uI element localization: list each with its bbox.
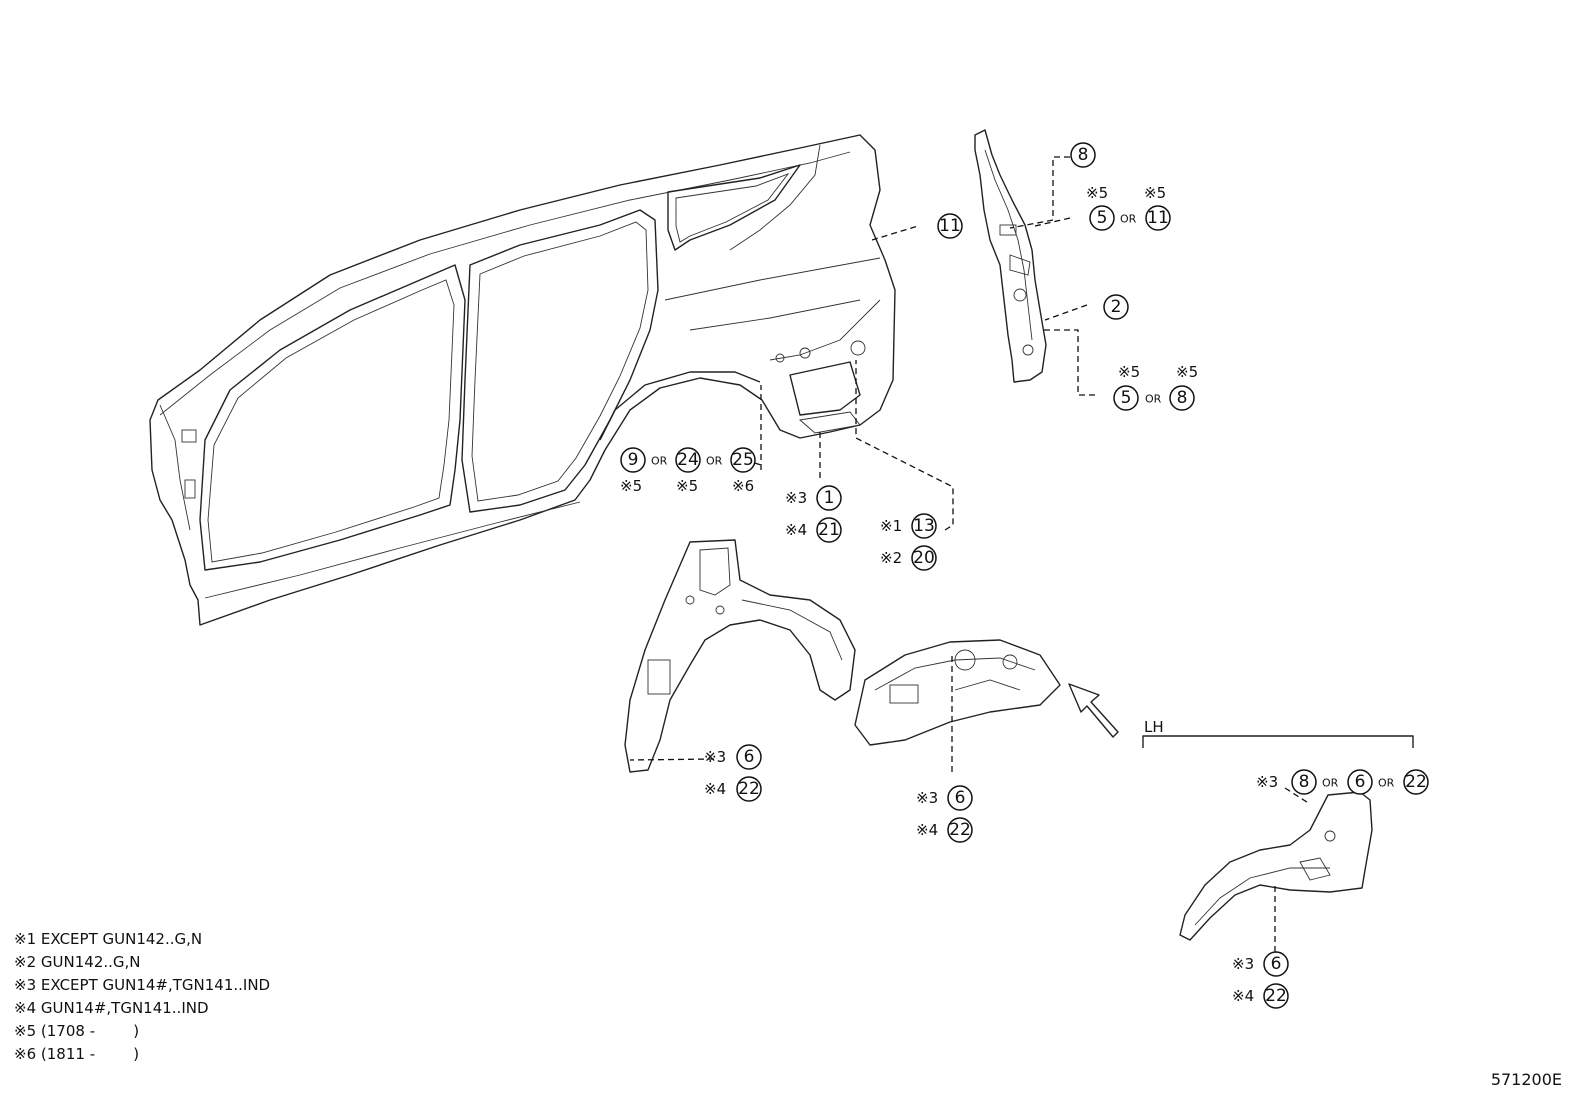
footnote-2: ※2 GUN142..G,N — [14, 953, 141, 971]
svg-text:1: 1 — [824, 488, 835, 508]
svg-text:※4: ※4 — [704, 780, 726, 798]
svg-text:※3: ※3 — [1232, 955, 1254, 973]
quarter-pillar-reinforcement[interactable] — [974, 129, 1047, 383]
rear-wheelhouse-inner-panel[interactable] — [624, 539, 856, 773]
svg-text:20: 20 — [913, 548, 935, 568]
svg-text:OR: OR — [1145, 393, 1162, 406]
svg-text:OR: OR — [651, 455, 668, 468]
svg-text:※5: ※5 — [1176, 363, 1198, 381]
svg-text:22: 22 — [949, 820, 971, 840]
svg-text:※5: ※5 — [676, 477, 698, 495]
svg-text:9: 9 — [628, 450, 639, 470]
footnote-legend: ※1 EXCEPT GUN142..G,N ※2 GUN142..G,N ※3 … — [14, 928, 270, 1066]
svg-text:24: 24 — [677, 450, 699, 470]
svg-text:※3: ※3 — [916, 789, 938, 807]
svg-text:※5: ※5 — [1144, 184, 1166, 202]
svg-text:8: 8 — [1078, 145, 1089, 165]
svg-text:OR: OR — [706, 455, 723, 468]
callout-2-pillar[interactable]: 2 — [1103, 294, 1129, 320]
callout-21[interactable]: ※4 21 — [785, 517, 842, 543]
illustration-code: 571200E — [1490, 1070, 1562, 1089]
svg-text:※3: ※3 — [704, 748, 726, 766]
body-side-outer-panel[interactable] — [149, 134, 896, 626]
svg-text:22: 22 — [1405, 772, 1427, 792]
rear-floor-side-extension[interactable] — [854, 639, 1061, 746]
svg-text:13: 13 — [913, 516, 935, 536]
callout-1[interactable]: ※3 1 — [785, 485, 842, 511]
callout-20[interactable]: ※2 20 — [880, 545, 937, 571]
callout-8-or-6-or-22-lh[interactable]: ※3 8 OR 6 OR 22 — [1256, 769, 1429, 795]
callout-22-lh[interactable]: ※4 22 — [1232, 983, 1289, 1009]
callout-11-quarter[interactable]: 11 — [937, 213, 963, 239]
callout-6-wheelhouse[interactable]: ※3 6 — [704, 744, 762, 770]
svg-text:5: 5 — [1121, 388, 1132, 408]
svg-text:OR: OR — [1120, 213, 1137, 226]
callout-5-or-11-pillar[interactable]: ※5 ※5 5 OR 11 — [1086, 184, 1171, 231]
leader-lines — [629, 156, 1311, 952]
footnote-1: ※1 EXCEPT GUN142..G,N — [14, 930, 203, 948]
svg-text:8: 8 — [1177, 388, 1188, 408]
svg-text:OR: OR — [1322, 777, 1339, 790]
callout-9-or-24-or-25[interactable]: 9 OR 24 OR 25 ※5 ※5 ※6 — [620, 447, 756, 495]
svg-text:※4: ※4 — [785, 521, 807, 539]
callout-6-lh[interactable]: ※3 6 — [1232, 951, 1289, 977]
svg-text:6: 6 — [1271, 954, 1282, 974]
svg-text:5: 5 — [1097, 208, 1108, 228]
footnote-5: ※5 (1708 - ) — [14, 1022, 140, 1040]
svg-text:11: 11 — [1147, 208, 1169, 228]
callout-5-or-8-pillar[interactable]: ※5 ※5 5 OR 8 — [1113, 363, 1198, 411]
svg-text:※2: ※2 — [880, 549, 902, 567]
svg-text:※3: ※3 — [1256, 773, 1278, 791]
direction-arrow — [1068, 683, 1119, 738]
svg-text:※4: ※4 — [916, 821, 938, 839]
svg-text:※6: ※6 — [732, 477, 754, 495]
svg-text:21: 21 — [818, 520, 840, 540]
lh-quarter-extension[interactable] — [1179, 791, 1373, 941]
callout-13[interactable]: ※1 13 — [880, 513, 937, 539]
callout-6-extension[interactable]: ※3 6 — [916, 785, 973, 811]
svg-text:25: 25 — [732, 450, 754, 470]
svg-text:8: 8 — [1299, 772, 1310, 792]
svg-text:6: 6 — [744, 747, 755, 767]
callout-8-pillar-top[interactable]: 8 — [1070, 142, 1096, 168]
svg-text:6: 6 — [1355, 772, 1366, 792]
lh-label: LH — [1144, 718, 1164, 736]
svg-text:22: 22 — [1265, 986, 1287, 1006]
svg-text:OR: OR — [1378, 777, 1395, 790]
svg-text:11: 11 — [939, 216, 961, 236]
svg-text:※5: ※5 — [620, 477, 642, 495]
svg-text:※5: ※5 — [1086, 184, 1108, 202]
callout-22-extension[interactable]: ※4 22 — [916, 817, 973, 843]
svg-text:※1: ※1 — [880, 517, 902, 535]
svg-text:※3: ※3 — [785, 489, 807, 507]
callout-22-wheelhouse[interactable]: ※4 22 — [704, 776, 762, 802]
lh-bracket — [1142, 735, 1414, 748]
svg-text:※5: ※5 — [1118, 363, 1140, 381]
svg-text:2: 2 — [1111, 297, 1122, 317]
svg-text:6: 6 — [955, 788, 966, 808]
svg-text:※4: ※4 — [1232, 987, 1254, 1005]
footnote-6: ※6 (1811 - ) — [14, 1045, 140, 1063]
footnote-3: ※3 EXCEPT GUN14#,TGN141..IND — [14, 976, 271, 994]
footnote-4: ※4 GUN14#,TGN141..IND — [14, 999, 209, 1017]
svg-text:22: 22 — [738, 779, 760, 799]
